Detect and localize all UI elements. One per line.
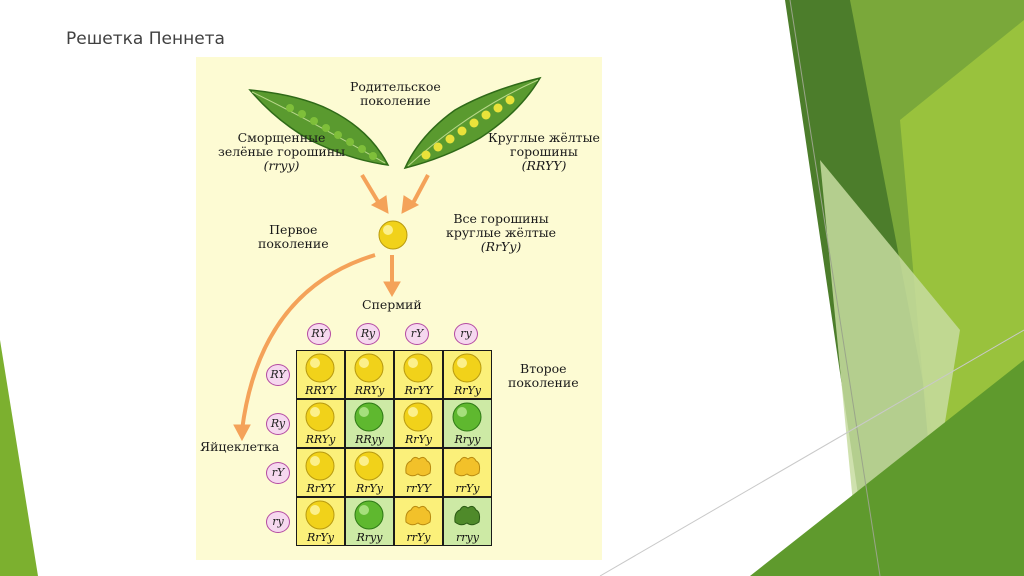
sperm-gamete: RY xyxy=(307,323,331,345)
wrinkled-yellow-pea-icon xyxy=(405,505,432,526)
genotype-label: RrYy xyxy=(306,531,335,544)
wrinkled-green-pea-icon xyxy=(454,505,481,526)
genotype-label: Rryy xyxy=(454,433,481,446)
wrinkled-yellow-pea-icon xyxy=(405,456,432,477)
round-yellow-pea-icon xyxy=(403,402,433,432)
sperm-gamete: ry xyxy=(454,323,478,345)
punnett-cell: rryy xyxy=(444,498,491,545)
genotype-label: RrYy xyxy=(355,482,384,495)
arrows xyxy=(233,173,430,442)
slide-title: Решетка Пеннета xyxy=(66,29,225,49)
round-green-pea-icon xyxy=(452,402,482,432)
genotype-label: RrYy xyxy=(453,384,482,397)
punnett-cell: RrYy xyxy=(395,400,442,447)
round-green-pea-icon xyxy=(354,402,384,432)
egg-gamete: rY xyxy=(266,462,290,484)
genotype-label: RrYY xyxy=(306,482,335,495)
round-yellow-pea-icon xyxy=(403,353,433,383)
genotype-label: rryy xyxy=(456,531,479,544)
thin-line xyxy=(789,0,881,576)
punnett-cell: RrYY xyxy=(395,351,442,398)
sperm-gamete: rY xyxy=(405,323,429,345)
punnett-cell: rrYy xyxy=(395,498,442,545)
round-pea-pod-icon xyxy=(403,76,542,170)
punnett-cell: RRyy xyxy=(346,400,393,447)
genotype-label: RRYY xyxy=(305,384,336,397)
genotype-label: RRYy xyxy=(305,433,336,446)
punnett-cell: RRYy xyxy=(346,351,393,398)
punnett-cell: RrYy xyxy=(297,498,344,545)
wrinkled-pea-pod-icon xyxy=(248,89,390,166)
genotype-label: RrYY xyxy=(404,384,433,397)
round-yellow-pea-icon xyxy=(305,451,335,481)
punnett-cell: RrYy xyxy=(444,351,491,398)
egg-label: Яйцеклетка xyxy=(200,439,280,454)
wrinkled-yellow-pea-icon xyxy=(454,456,481,477)
round-green-pea-icon xyxy=(354,500,384,530)
round-yellow-pea-icon xyxy=(354,353,384,383)
genotype-label: rrYy xyxy=(455,482,480,495)
f1-pea-icon xyxy=(378,220,408,250)
genotype-label: rrYy xyxy=(406,531,431,544)
genotype-label: RRyy xyxy=(355,433,384,446)
punnett-cell: RrYY xyxy=(297,449,344,496)
sperm-label: Спермий xyxy=(362,297,422,312)
punnett-cell: rrYy xyxy=(444,449,491,496)
punnett-cell: RrYy xyxy=(346,449,393,496)
thin-line-2 xyxy=(599,329,1024,576)
punnett-cell: Rryy xyxy=(444,400,491,447)
right-bottom-green-shape xyxy=(750,360,1024,576)
genotype-label: RrYy xyxy=(404,433,433,446)
genotype-label: RRYy xyxy=(354,384,385,397)
egg-gamete: Ry xyxy=(266,413,290,435)
genotype-label: Rryy xyxy=(356,531,383,544)
punnett-cell: RRYY xyxy=(297,351,344,398)
egg-gamete: RY xyxy=(266,364,290,386)
punnett-cell: RRYy xyxy=(297,400,344,447)
genotype-label: rrYY xyxy=(405,482,432,495)
punnett-cell: Rryy xyxy=(346,498,393,545)
round-yellow-pea-icon xyxy=(305,402,335,432)
punnett-cell: rrYY xyxy=(395,449,442,496)
round-yellow-pea-icon xyxy=(305,353,335,383)
egg-gamete: ry xyxy=(266,511,290,533)
left-green-shape xyxy=(0,340,38,576)
round-yellow-pea-icon xyxy=(305,500,335,530)
sperm-gamete: Ry xyxy=(356,323,380,345)
round-yellow-pea-icon xyxy=(354,451,384,481)
round-yellow-pea-icon xyxy=(452,353,482,383)
